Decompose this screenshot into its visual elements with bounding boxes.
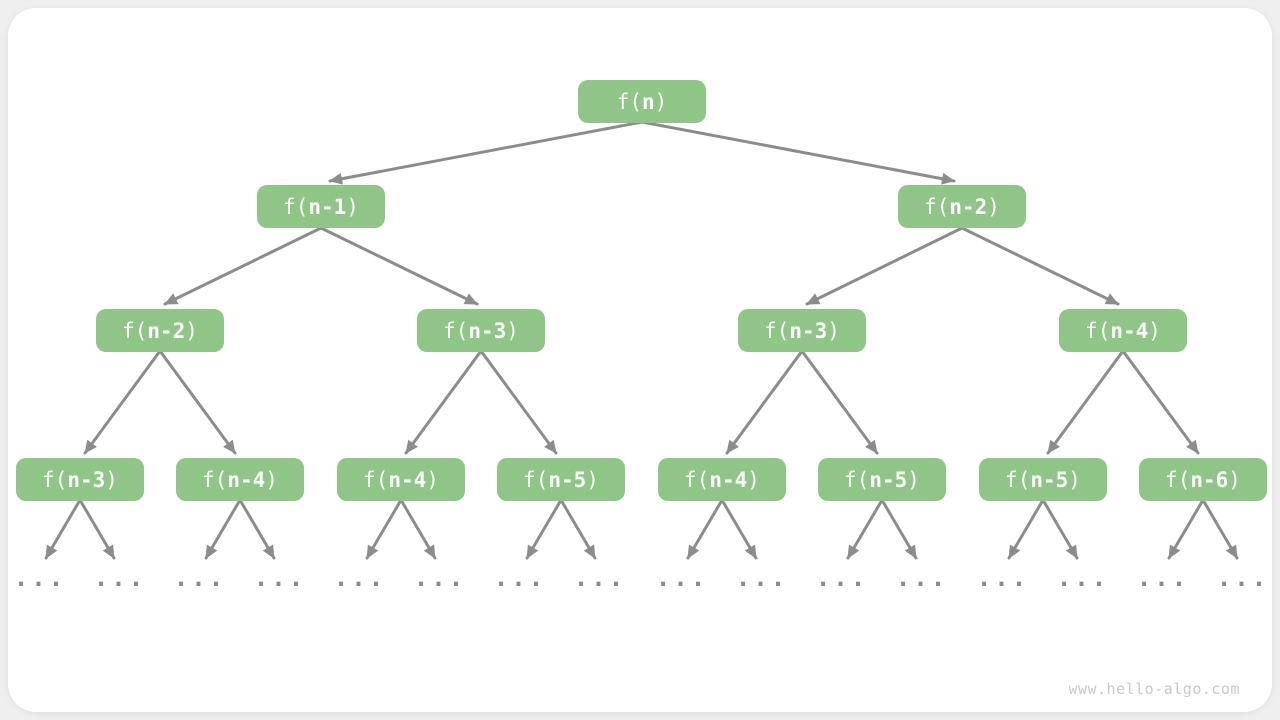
ellipsis-leaf: ... [1216, 564, 1270, 592]
node-label: ) [1228, 467, 1241, 492]
node-label: f( [616, 89, 642, 114]
node-arg: n-1 [308, 194, 347, 219]
ellipsis-leaf: ... [333, 564, 387, 592]
ellipsis-leaf: ... [13, 564, 67, 592]
tree-node: f(n-5) [979, 458, 1107, 501]
tree-node: f(n-3) [417, 309, 545, 352]
ellipsis-leaf: ... [1136, 564, 1190, 592]
node-label: ) [265, 467, 278, 492]
node-label: ) [1068, 467, 1081, 492]
tree-node: f(n-2) [96, 309, 224, 352]
tree-node: f(n-3) [738, 309, 866, 352]
tree-node: f(n-4) [337, 458, 465, 501]
node-label: ) [1148, 318, 1161, 343]
ellipsis-leaf: ... [573, 564, 627, 592]
tree-node: f(n-5) [818, 458, 946, 501]
node-arg: n-3 [789, 318, 828, 343]
node-label: f( [764, 318, 790, 343]
node-label: ) [426, 467, 439, 492]
node-label: ) [827, 318, 840, 343]
tree-node: f(n-5) [497, 458, 625, 501]
arrows-level-2 [163, 226, 1120, 306]
node-arg: n-6 [1190, 467, 1229, 492]
node-label: ) [346, 194, 359, 219]
node-arg: n-4 [709, 467, 748, 492]
ellipsis-leaf: ... [173, 564, 227, 592]
node-label: f( [924, 194, 950, 219]
node-label: f( [844, 467, 870, 492]
node-arg: n-2 [949, 194, 988, 219]
node-label: f( [523, 467, 549, 492]
node-arg: n-5 [1030, 467, 1069, 492]
node-label: ) [907, 467, 920, 492]
tree-node: f(n-3) [16, 458, 144, 501]
ellipsis-leaf: ... [735, 564, 789, 592]
node-label: ) [105, 467, 118, 492]
tree-node: f(n-6) [1139, 458, 1267, 501]
node-label: ) [586, 467, 599, 492]
tree-node: f(n-4) [176, 458, 304, 501]
watermark: www.hello-algo.com [1068, 680, 1240, 698]
ellipsis-leaf: ... [655, 564, 709, 592]
node-arg: n-2 [147, 318, 186, 343]
node-label: f( [684, 467, 710, 492]
arrows-level-4 [44, 498, 1239, 560]
tree-node-root: f(n) [578, 80, 706, 123]
ellipsis-leaf: ... [895, 564, 949, 592]
tree-node: f(n-1) [257, 185, 385, 228]
arrows-level-1 [328, 120, 956, 185]
ellipsis-leaf: ... [413, 564, 467, 592]
node-arg: n-4 [388, 467, 427, 492]
node-label: f( [1085, 318, 1111, 343]
node-label: ) [654, 89, 668, 114]
diagram-card [8, 8, 1272, 712]
node-arg: n [641, 89, 655, 114]
node-label: ) [747, 467, 760, 492]
node-label: f( [202, 467, 228, 492]
node-label: f( [443, 318, 469, 343]
node-label: ) [506, 318, 519, 343]
node-label: f( [1165, 467, 1191, 492]
ellipsis-leaf: ... [253, 564, 307, 592]
ellipsis-leaf: ... [1056, 564, 1110, 592]
node-arg: n-3 [468, 318, 507, 343]
node-label: f( [1005, 467, 1031, 492]
node-label: f( [122, 318, 148, 343]
ellipsis-leaf: ... [815, 564, 869, 592]
node-label: f( [283, 194, 309, 219]
node-arg: n-5 [548, 467, 587, 492]
node-label: ) [185, 318, 198, 343]
node-label: ) [987, 194, 1000, 219]
node-arg: n-4 [1110, 318, 1149, 343]
tree-node: f(n-2) [898, 185, 1026, 228]
node-label: f( [42, 467, 68, 492]
node-arg: n-4 [227, 467, 266, 492]
node-arg: n-3 [67, 467, 106, 492]
arrows-level-3 [83, 349, 1200, 455]
ellipsis-leaf: ... [976, 564, 1030, 592]
node-arg: n-5 [869, 467, 908, 492]
ellipsis-leaf: ... [493, 564, 547, 592]
ellipsis-leaf: ... [93, 564, 147, 592]
node-label: f( [363, 467, 389, 492]
tree-node: f(n-4) [658, 458, 786, 501]
tree-node: f(n-4) [1059, 309, 1187, 352]
